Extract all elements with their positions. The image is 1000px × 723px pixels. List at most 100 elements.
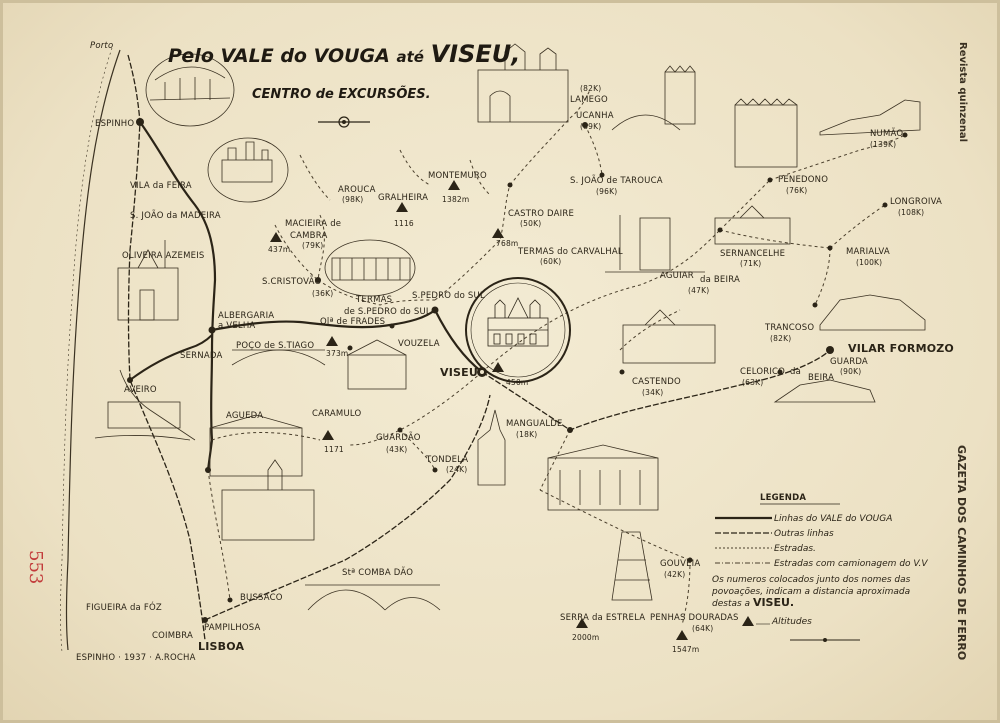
label-guarda-d: (90K) xyxy=(840,367,861,376)
roads xyxy=(207,89,906,626)
other-railway-lines xyxy=(127,54,831,641)
label-guarda: GUARDA xyxy=(830,357,868,367)
legend-item-vouga: Linhas do VALE do VOUGA xyxy=(774,514,892,524)
vignette-aguiar-tower xyxy=(605,215,705,273)
label-termas-spedro-2: de S.PEDRO do SUL xyxy=(344,307,431,317)
legend-altitude-symbol xyxy=(742,616,754,626)
vignette-penedono-castle xyxy=(734,98,798,168)
side-gazette: GAZETA DOS CAMINHOS DE FERRO xyxy=(955,445,968,660)
vignette-vouzela xyxy=(347,339,407,390)
vignette-castendo xyxy=(622,309,716,364)
vignette-tondela-statue xyxy=(477,409,506,486)
vignette-estrela-cairn xyxy=(611,531,653,601)
label-macieira-d: (79K) xyxy=(302,241,323,250)
town-dots xyxy=(127,118,908,623)
label-trancoso: TRANCOSO xyxy=(764,323,814,333)
label-aguiar: AGUIAR xyxy=(660,271,694,281)
legend-note-2: povoações, indicam a distancia aproximad… xyxy=(711,587,910,597)
vignette-numao-ruins xyxy=(819,99,921,136)
label-arouca-d: (98K) xyxy=(342,195,363,204)
label-guardao-d: (43K) xyxy=(386,445,407,454)
vignette-sernancelhe xyxy=(714,205,791,245)
vignette-oliveira-church xyxy=(117,240,179,321)
label-numao: NUMÃO xyxy=(870,128,903,139)
label-espinho: ESPINHO xyxy=(95,119,134,129)
label-macieira-2: CAMBRA xyxy=(290,231,328,241)
legend-note-1: Os numeros colocados junto dos nomes das xyxy=(712,575,911,585)
alt-oliveira-frades: 373m xyxy=(326,349,348,358)
label-celorico-3: BEIRA xyxy=(808,373,834,383)
vignette-poco-bridge xyxy=(231,349,326,366)
vignette-porto-bridge xyxy=(145,53,235,127)
alt-macieira: 437m xyxy=(268,245,290,254)
label-castro-daire: CASTRO DAIRE xyxy=(508,209,574,219)
label-s-joao-tarouca: S. JOÃO de TAROUCA xyxy=(570,175,663,186)
label-mangualde: MANGUALDE xyxy=(506,419,563,429)
alt-gralheira: 1116 xyxy=(394,219,414,228)
label-vilar-formozo: VILAR FORMOZO xyxy=(848,342,954,355)
title-line1: Pelo VALE do VOUGA até VISEU, xyxy=(168,40,520,68)
label-agueda: AGUEDA xyxy=(226,411,263,421)
altitude-labels: 437m 1116 1382m 768m 373m 450m 1171 2000… xyxy=(268,195,699,654)
label-bussaco: BUSSACO xyxy=(240,593,283,603)
label-oliveira-azemeis: OLIVEIRA AZEMEIS xyxy=(122,251,205,261)
label-caramulo: CARAMULO xyxy=(312,409,362,419)
label-coimbra: COIMBRA xyxy=(152,631,193,641)
label-lisboa: LISBOA xyxy=(198,640,244,653)
label-penedono: PENEDONO xyxy=(778,175,828,185)
label-santa-comba: Stª COMBA DÃO xyxy=(342,567,413,578)
label-albergaria-2: a VELHA xyxy=(218,321,255,331)
signature: ESPINHO · 1937 · A.ROCHA xyxy=(76,653,196,663)
label-numao-d: (139K) xyxy=(870,140,896,149)
alt-viseu: 450m xyxy=(506,378,528,387)
label-trancoso-d: (82K) xyxy=(770,334,791,343)
label-s-joao-tarouca-d: (96K) xyxy=(596,187,617,196)
label-gralheira: GRALHEIRA xyxy=(378,193,428,203)
label-pampilhosa: PAMPILHOSA xyxy=(204,623,261,633)
label-celorico-d: (63K) xyxy=(742,378,763,387)
page-number: 553 xyxy=(25,550,46,584)
label-marialva-d: (100K) xyxy=(856,258,882,267)
label-s-cristovao: S.CRISTOVÃO xyxy=(262,276,322,287)
label-castendo-d: (34K) xyxy=(642,388,663,397)
label-aguiar-2: da BEIRA xyxy=(700,275,740,285)
label-penhas-douradas-d: (64K) xyxy=(692,624,713,633)
vale-do-vouga-lines xyxy=(129,121,483,471)
vignette-celorico xyxy=(773,379,876,403)
vignette-aveiro xyxy=(94,401,191,441)
label-mangualde-d: (18K) xyxy=(516,430,537,439)
label-longroiva: LONGROIVA xyxy=(890,197,942,207)
label-aguiar-d: (47K) xyxy=(688,286,709,295)
label-gouveia-d: (42K) xyxy=(664,570,685,579)
label-lamego-d: (82K) xyxy=(580,84,601,93)
label-figueira: FIGUEIRA da FÓZ xyxy=(86,601,162,613)
vignette-santa-comba-bridge xyxy=(305,584,441,611)
vignette-bussaco-palace xyxy=(221,459,315,541)
label-s-cristovao-d: (36K) xyxy=(312,289,333,298)
label-lamego: LAMEGO xyxy=(570,95,608,105)
label-ucanha: UCANHA xyxy=(576,111,614,121)
label-oliveira-frades: Olª de FRADES xyxy=(320,317,385,327)
coastline xyxy=(60,47,196,653)
label-termas-carvalhal: TERMAS do CARVALHAL xyxy=(517,247,623,257)
alt-montemuro: 1382m xyxy=(442,195,469,204)
label-vouzela: VOUZELA xyxy=(398,339,440,349)
label-albergaria: ALBERGARIA xyxy=(218,311,274,321)
legend-title: LEGENDA xyxy=(760,493,806,503)
side-magazine: Revista quinzenal xyxy=(957,42,968,142)
compass-rose xyxy=(318,116,370,128)
alt-caramulo: 1171 xyxy=(324,445,344,454)
altitude-markers xyxy=(270,180,688,640)
label-sernancelhe: SERNANCELHE xyxy=(720,249,785,259)
label-aveiro: AVEIRO xyxy=(124,385,157,395)
label-vila-feira: VILA da FEIRA xyxy=(130,181,192,191)
legend-note-3: destas a VISEU. xyxy=(712,596,794,609)
label-castro-daire-d: (50K) xyxy=(520,219,541,228)
label-tondela: TONDELA xyxy=(425,455,468,465)
legend-item-altitudes: Altitudes xyxy=(771,617,812,627)
label-guardao: GUARDÃO xyxy=(376,432,421,443)
label-sernada: SERNADA xyxy=(180,351,222,361)
label-arouca: AROUCA xyxy=(338,185,376,195)
label-sernancelhe-d: (71K) xyxy=(740,259,761,268)
